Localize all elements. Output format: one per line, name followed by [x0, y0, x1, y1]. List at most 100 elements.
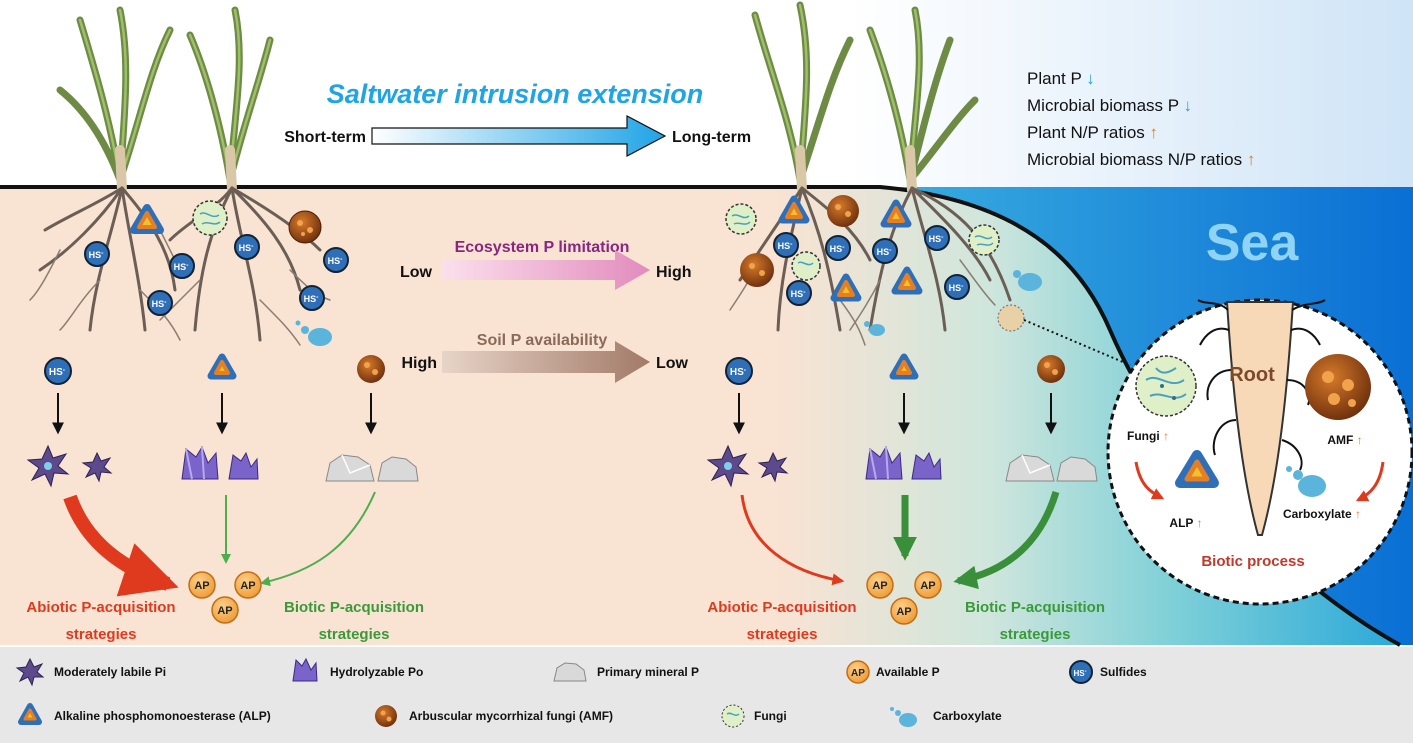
right-plants — [729, 1, 1012, 346]
sulfide-icon: HS- — [872, 238, 898, 264]
abiotic-arrow — [740, 494, 845, 586]
left-root-icons: HS- HS- HS- HS- HS- HS- — [84, 200, 349, 346]
available-p-icon: AP — [234, 571, 262, 599]
microbial-p-label: Microbial biomass P — [1027, 96, 1179, 115]
svg-text:HS-: HS- — [152, 299, 168, 309]
inset-carboxylate-label: Carboxylate ↑ — [1283, 507, 1361, 521]
biotic-label-right: strategies — [1000, 626, 1071, 643]
svg-text:HS-: HS- — [174, 262, 190, 272]
soil-high-label: High — [401, 355, 437, 372]
svg-text:HS-: HS- — [730, 367, 747, 378]
biotic-arrow — [260, 491, 376, 587]
hydrolyzable-po-icon — [228, 451, 259, 480]
legend-primary-mineral: Primary mineral P — [597, 665, 699, 679]
down-arrow: ↓ — [1086, 69, 1095, 88]
root-shape — [1225, 301, 1295, 536]
amf-icon — [357, 355, 385, 383]
svg-text:HS-: HS- — [304, 294, 320, 304]
labile-pi-icon — [81, 451, 113, 483]
svg-text:HS-: HS- — [1073, 669, 1086, 678]
primary-mineral-icon — [325, 454, 375, 482]
alp-icon — [880, 199, 912, 228]
alp-icon — [778, 195, 810, 224]
hydrolyzable-po-icon — [181, 445, 219, 480]
legend-carboxylate: Carboxylate — [933, 709, 1002, 723]
available-p-icon: AP — [866, 571, 894, 599]
amf-icon — [375, 705, 397, 727]
primary-mineral-icon — [553, 662, 587, 682]
svg-text:HS-: HS- — [949, 283, 965, 293]
biotic-label-right: Biotic P-acquisition — [965, 599, 1105, 616]
status-list: Plant P ↓ Microbial biomass P ↓ Plant N/… — [1027, 69, 1255, 169]
up-arrow: ↑ — [1197, 516, 1203, 530]
short-term-label: Short-term — [284, 129, 366, 146]
legend-hydrolyzable-po: Hydrolyzable Po — [330, 665, 423, 679]
alp-icon — [1175, 450, 1219, 488]
legend-sulfides: Sulfides — [1100, 665, 1147, 679]
abiotic-label-right: strategies — [747, 626, 818, 643]
down-arrow: ↓ — [1184, 96, 1193, 115]
sulfide-icon: HS- — [299, 285, 325, 311]
sulfide-icon: HS- — [147, 290, 173, 316]
legend-background — [0, 647, 1413, 743]
abiotic-arrow — [63, 494, 179, 597]
legend: Moderately labile Pi Hydrolyzable Po Pri… — [15, 657, 1147, 728]
labile-pi-icon — [15, 657, 45, 687]
svg-text:HS-: HS- — [778, 241, 794, 251]
soil-low-label: Low — [656, 355, 689, 372]
inset-arrow — [1355, 461, 1385, 502]
biotic-process-inset: Root Fungi ↑ AMF ↑ ALP ↑ Carboxylate ↑ B… — [1106, 298, 1413, 606]
svg-text:HS-: HS- — [49, 367, 66, 378]
primary-mineral-icon — [1005, 454, 1055, 482]
sulfide-icon: HS- — [773, 232, 799, 258]
legend-fungi: Fungi — [754, 709, 787, 723]
fungi-icon — [192, 200, 228, 236]
sulfide-icon: HS- — [944, 274, 970, 300]
labile-pi-icon — [706, 444, 750, 488]
alp-icon — [18, 703, 42, 725]
soil-title: Soil P availability — [477, 332, 608, 349]
svg-text:HS-: HS- — [877, 247, 893, 257]
labile-pi-icon — [26, 444, 70, 488]
up-arrow: ↑ — [1357, 433, 1363, 447]
soil-arrow — [442, 341, 650, 383]
svg-text:Microbial biomass N/P ratios ↑: Microbial biomass N/P ratios ↑ — [1027, 150, 1255, 169]
sulfide-icon: HS- — [234, 234, 260, 260]
primary-mineral-icon — [1056, 456, 1098, 482]
sea-label: Sea — [1206, 214, 1300, 272]
available-p-icon: AP — [890, 597, 918, 625]
sulfide-icon: HS- — [169, 253, 195, 279]
svg-text:HS-: HS- — [328, 256, 344, 266]
legend-alp: Alkaline phosphomonoesterase (ALP) — [54, 709, 271, 723]
alp-icon — [830, 273, 862, 302]
carboxylate-icon — [295, 320, 332, 346]
eco-arrow — [442, 250, 650, 290]
amf-icon — [1305, 354, 1371, 420]
eco-high-label: High — [656, 264, 692, 281]
available-p-icon: AP — [914, 571, 942, 599]
alp-icon — [889, 353, 919, 380]
plant-np-label: Plant N/P ratios — [1027, 123, 1145, 142]
carboxylate-icon — [890, 707, 917, 727]
carboxylate-icon — [864, 321, 885, 336]
alp-icon — [207, 353, 237, 380]
microbial-np-label: Microbial biomass N/P ratios — [1027, 150, 1242, 169]
amf-icon — [740, 253, 774, 287]
labile-pi-icon — [757, 451, 789, 483]
carboxylate-icon — [1286, 466, 1326, 497]
up-arrow: ↑ — [1247, 150, 1256, 169]
abiotic-label-left: Abiotic P-acquisition — [26, 599, 175, 616]
inset-fungi-label: Fungi ↑ — [1127, 429, 1169, 443]
legend-labile-pi: Moderately labile Pi — [54, 665, 166, 679]
root-label: Root — [1229, 364, 1275, 386]
left-pathways: HS- AP AP AP Abiotic P-acquisition strat… — [26, 353, 424, 643]
amf-icon — [1037, 355, 1065, 383]
available-p-icon: AP — [211, 596, 239, 624]
inset-connector — [1023, 319, 1131, 366]
svg-text:Plant N/P ratios ↑: Plant N/P ratios ↑ — [1027, 123, 1158, 142]
right-root-icons: HS- HS- HS- HS- HS- HS- — [725, 195, 1131, 366]
svg-text:AP: AP — [217, 605, 232, 617]
biotic-label-left: strategies — [319, 626, 390, 643]
hydrolyzable-po-icon — [865, 445, 903, 480]
